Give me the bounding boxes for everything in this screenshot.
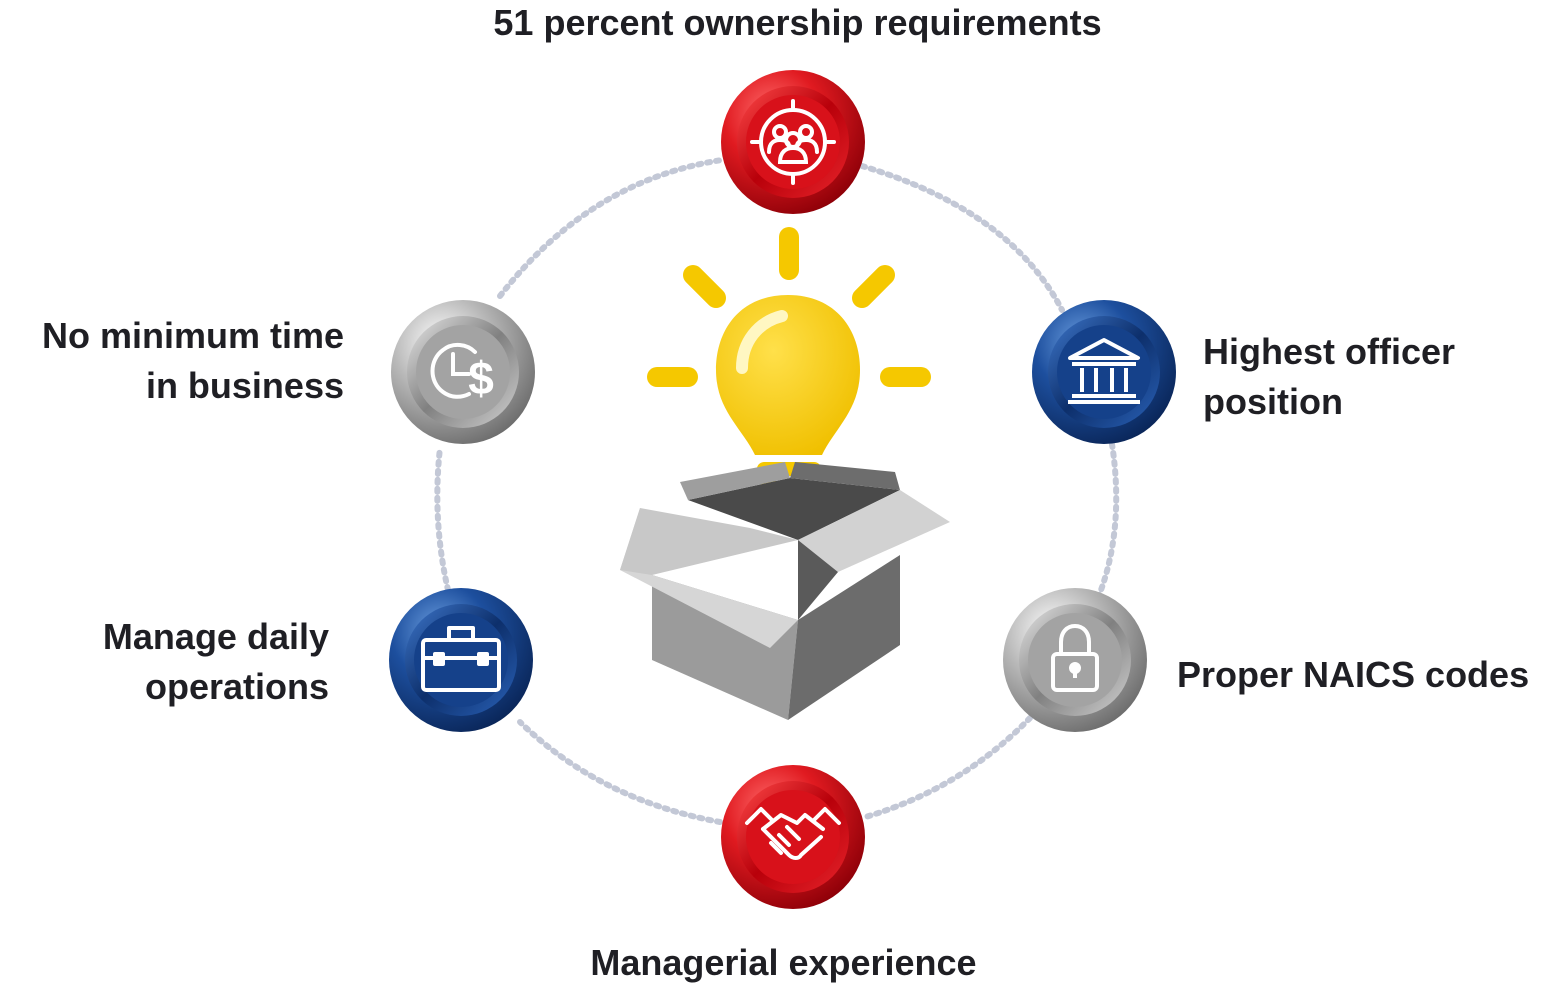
- label-naics-codes-line-1: Proper NAICS codes: [1177, 654, 1530, 695]
- box-flap-left-top: [620, 508, 798, 575]
- box-flap-back: [680, 462, 790, 500]
- label-no-minimum-time: No minimum time in business: [42, 311, 344, 411]
- label-naics-codes: Proper NAICS codes: [1177, 650, 1529, 700]
- padlock-icon: [1051, 624, 1099, 692]
- node-right-lower-badge: [1003, 588, 1147, 732]
- label-highest-officer: Highest officer position: [1203, 327, 1455, 427]
- handshake-icon: [745, 807, 841, 860]
- box-flap-left: [620, 508, 798, 648]
- connector-left: [434, 445, 451, 593]
- box-flap-right-fold: [798, 540, 838, 620]
- label-no-minimum-time-line-2: in business: [145, 365, 344, 406]
- label-ownership-line-1: 51 percent ownership requirements: [493, 2, 1102, 43]
- light-rays: [647, 227, 931, 387]
- clock-dollar-icon: $: [430, 343, 494, 404]
- connector-bottom-right: [859, 715, 1033, 821]
- box-front-right: [788, 555, 900, 720]
- box-inner-back: [688, 478, 900, 540]
- label-managerial-experience: Managerial experience: [0, 938, 1547, 985]
- label-no-minimum-time-line-1: No minimum time: [41, 315, 344, 356]
- node-top-badge: [721, 70, 865, 214]
- bulb-glass: [716, 295, 860, 455]
- bank-building-icon: [1068, 338, 1140, 404]
- label-highest-officer-line-1: Highest officer: [1203, 331, 1456, 372]
- box-flap-right-back: [790, 462, 900, 490]
- node-right-upper-badge: [1032, 300, 1176, 444]
- briefcase-icon: [421, 626, 501, 692]
- node-left-lower-badge: [389, 588, 533, 732]
- lightbulb-in-box-icon: [620, 227, 950, 720]
- label-highest-officer-line-2: position: [1203, 381, 1343, 422]
- people-target-icon: [750, 99, 836, 185]
- node-bottom-badge: [721, 765, 865, 909]
- box-flap-right: [798, 490, 950, 572]
- dotted-connector-ring: [434, 157, 1120, 825]
- connector-top-right: [859, 163, 1065, 313]
- label-managerial-experience-line-1: Managerial experience: [590, 942, 977, 983]
- label-manage-operations-line-2: operations: [144, 666, 329, 707]
- svg-text:$: $: [468, 352, 494, 404]
- label-manage-operations: Manage daily operations: [103, 612, 329, 712]
- connector-right: [1095, 441, 1120, 601]
- label-ownership: 51 percent ownership requirements: [0, 0, 1547, 48]
- bulb-highlight: [736, 310, 788, 374]
- label-manage-operations-line-1: Manage daily: [102, 616, 329, 657]
- connector-top-left: [497, 157, 725, 299]
- connector-bottom-left: [517, 719, 723, 825]
- node-left-upper-badge: $: [391, 300, 535, 444]
